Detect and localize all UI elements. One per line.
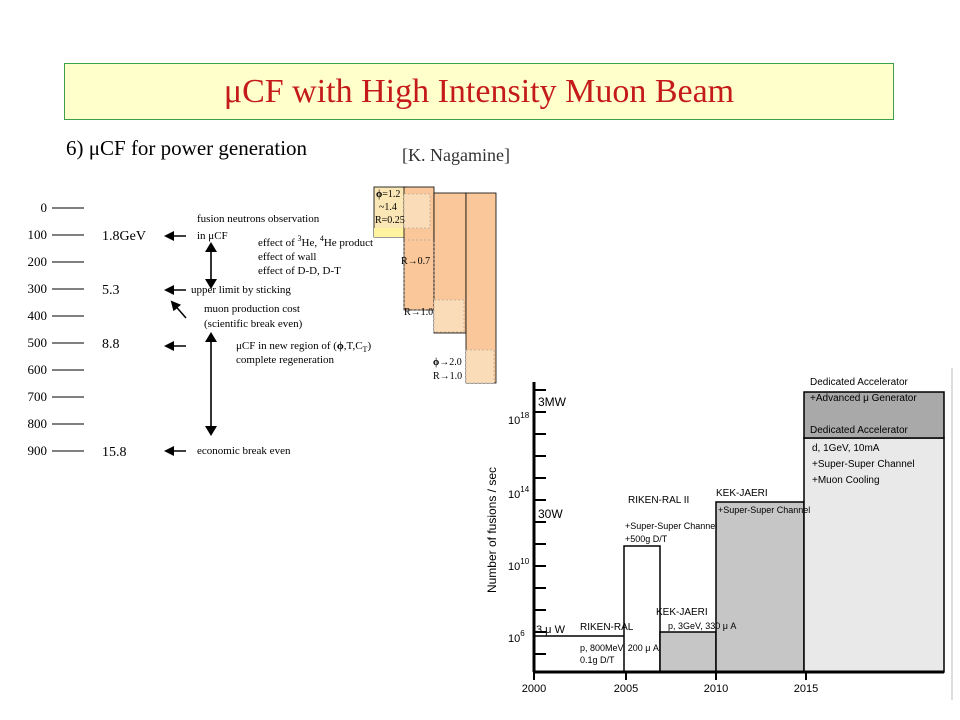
stage-detail: +Super-Super Channel: [812, 459, 915, 470]
label-effect-wall: effect of wall: [258, 251, 316, 263]
stage-detail: +Muon Cooling: [812, 475, 880, 486]
scale-tick-label: 300: [28, 281, 48, 296]
stage-detail: 0.1g D/T: [580, 655, 615, 665]
scale-tick-label: 800: [28, 416, 48, 431]
bar-2-inset: [433, 299, 465, 333]
label-cost-2: (scientific break even): [204, 318, 303, 330]
arrowhead-down: [205, 426, 217, 436]
scale-tick-label: 600: [28, 362, 48, 377]
scale-tick-label: 500: [28, 335, 48, 350]
bar-label-r025: R=0.25: [375, 215, 405, 226]
x-tick-label: 2015: [794, 683, 818, 695]
arrow-diagonal: [170, 300, 187, 319]
stage-detail: +Super-Super Channel: [625, 521, 717, 531]
label-new-region: μCF in new region of (ϕ,T,CT): [236, 340, 371, 354]
scale-tick-label: 100: [28, 227, 48, 242]
scale-tick-label: 700: [28, 389, 48, 404]
power-label: 30W: [538, 507, 563, 521]
scale-tick-label: 0: [41, 200, 48, 215]
bar-label-phi20: ϕ→2.0: [433, 357, 462, 368]
arrowhead-up: [205, 242, 217, 252]
stage-name: Dedicated Accelerator: [810, 377, 909, 388]
stage-name: KEK-JAERI: [656, 607, 708, 618]
scale-tick-label: 900: [28, 443, 48, 458]
scale-value: 1.8GeV: [102, 229, 146, 244]
arrowhead-up: [205, 332, 217, 342]
stage-detail: +500g D/T: [625, 534, 668, 544]
y-exp-label: 1010: [508, 557, 530, 573]
stage-detail: +Advanced μ Generator: [810, 393, 917, 404]
stage-detail: +Super-Super Channel: [718, 505, 810, 515]
label-cost-1: muon production cost: [204, 303, 300, 315]
stage-block: [803, 391, 945, 439]
label-effect-dd: effect of D-D, D-T: [258, 265, 341, 277]
x-tick-label: 2000: [522, 683, 546, 695]
stage-detail: p, 800MeV, 200 μ A: [580, 643, 659, 653]
label-economic: economic break even: [197, 445, 291, 457]
bar-label-t14: ~1.4: [379, 202, 397, 213]
roadmap-y-label: Number of fusions / sec: [485, 467, 499, 593]
slide-title: μCF with High Intensity Muon Beam: [223, 72, 735, 110]
x-tick-label: 2010: [704, 683, 728, 695]
bar-1-dash: [403, 239, 435, 311]
bar-1-inset: [403, 193, 431, 229]
stage-name: RIKEN-RAL II: [628, 495, 689, 506]
bar-label-r10b: R→1.0: [433, 371, 462, 382]
y-exp-label: 106: [508, 629, 525, 645]
stage-block: [533, 635, 627, 673]
label-regeneration: complete regeneration: [236, 354, 335, 366]
stage-detail: d, 1GeV, 10mA: [812, 443, 880, 454]
stage-name: Dedicated Accelerator: [810, 425, 909, 436]
stage-block: [623, 545, 661, 673]
stage-name: KEK-JAERI: [716, 488, 768, 499]
arrowhead-down: [205, 279, 217, 289]
scale-tick-label: 200: [28, 254, 48, 269]
label-fusion-1: fusion neutrons observation: [197, 213, 320, 225]
scale-tick-label: 400: [28, 308, 48, 323]
scale-column: 0 100 200 300 400 500 600 700 800 900 1.…: [28, 200, 146, 460]
improvement-bars: [373, 186, 497, 384]
power-label: 3 μ W: [536, 624, 566, 636]
bar-0-highlight: [374, 228, 406, 237]
scale-value: 8.8: [102, 337, 120, 352]
bar-label-phi12: ϕ=1.2: [376, 189, 400, 200]
label-fusion-2: in μCF: [197, 230, 228, 242]
stage-block: [803, 437, 945, 673]
stage-block: [715, 501, 805, 673]
y-exp-label: 1014: [508, 485, 530, 501]
stage-name: RIKEN-RAL: [580, 622, 634, 633]
scale-value: 5.3: [102, 283, 120, 298]
label-sticking: upper limit by sticking: [191, 284, 291, 296]
y-exp-label: 1018: [508, 411, 530, 427]
power-label: 3MW: [538, 395, 567, 409]
x-tick-label: 2005: [614, 683, 638, 695]
label-effect-he: effect of 3He, 4He product: [258, 234, 373, 249]
stage-block: [659, 631, 717, 673]
roadmap-chart: Number of fusions / sec 1018 1014 1010 1…: [485, 368, 953, 700]
stage-detail: p, 3GeV, 330 μ A: [668, 621, 736, 631]
attribution: [K. Nagamine]: [402, 145, 510, 165]
scale-value: 15.8: [102, 445, 127, 460]
bar-label-r10: R→1.0: [404, 307, 433, 318]
bar-3-inset: [465, 349, 495, 384]
slide-subtitle: 6) μCF for power generation: [66, 136, 308, 160]
bar-label-r07: R→0.7: [401, 256, 430, 267]
title-box: μCF with High Intensity Muon Beam: [64, 63, 894, 120]
